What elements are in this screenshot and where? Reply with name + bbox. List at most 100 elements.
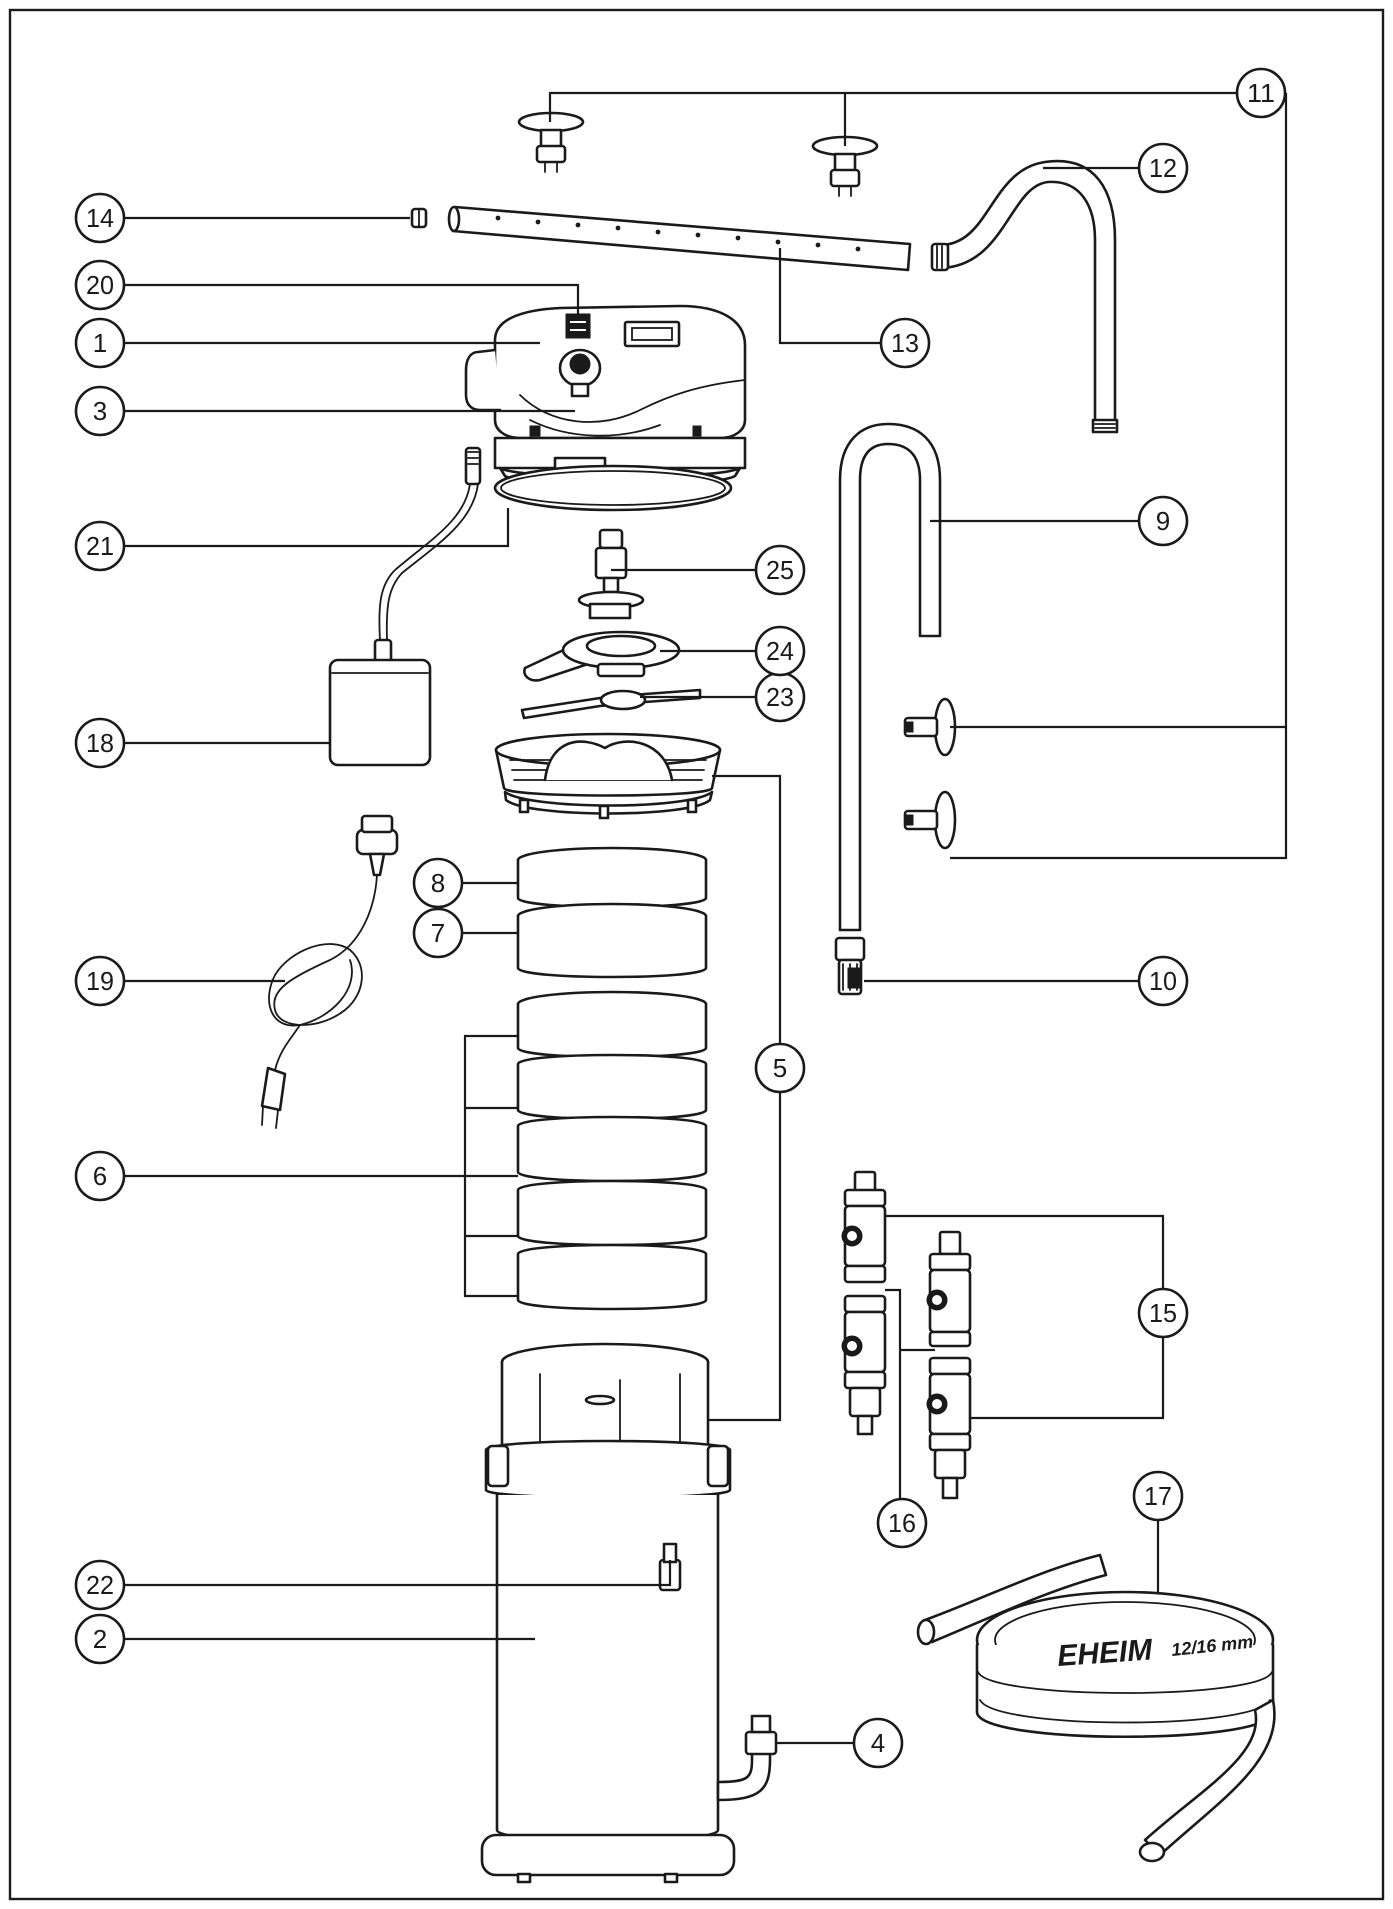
callout-2: 2	[74, 1613, 126, 1665]
callout-circle-1	[74, 317, 126, 369]
callout-10: 10	[1137, 955, 1189, 1007]
callout-circle-19	[74, 955, 126, 1007]
callout-12: 12	[1137, 142, 1189, 194]
callout-22: 22	[74, 1559, 126, 1611]
callout-circle-4	[852, 1717, 904, 1769]
page-border	[8, 8, 1385, 1901]
callout-circle-16	[876, 1497, 928, 1549]
exploded-parts-diagram: EHEIM 12/16 mm	[8, 8, 1385, 1901]
callout-number-21: 21	[86, 531, 114, 561]
callout-11: 11	[1235, 67, 1287, 119]
callout-labels: 1234567891011121314151617181920212223242…	[74, 67, 1287, 1769]
filter-sponge-stack-part	[516, 990, 708, 1311]
callout-circle-14	[74, 192, 126, 244]
filter-basket-top-part	[494, 732, 722, 820]
filter-pad-8-part	[516, 846, 708, 909]
callout-4: 4	[852, 1717, 904, 1769]
callout-20: 20	[74, 259, 126, 311]
callout-5: 5	[754, 1042, 806, 1094]
callout-7: 7	[412, 907, 464, 959]
callout-number-14: 14	[86, 203, 114, 233]
callout-number-24: 24	[766, 636, 794, 666]
impeller-part	[577, 528, 645, 620]
callout-number-19: 19	[86, 966, 114, 996]
power-cord-part	[260, 814, 399, 1129]
callout-17: 17	[1132, 1470, 1184, 1522]
power-supply-part	[328, 446, 482, 767]
callout-8: 8	[412, 857, 464, 909]
callout-number-18: 18	[86, 728, 114, 758]
leader-lines	[125, 91, 1288, 1745]
callout-number-13: 13	[891, 328, 919, 358]
callout-circle-10	[1137, 955, 1189, 1007]
callout-9: 9	[1137, 495, 1189, 547]
outlet-pipe-part	[930, 159, 1119, 434]
callout-number-6: 6	[93, 1161, 107, 1191]
callout-15: 15	[1137, 1287, 1189, 1339]
callout-13: 13	[879, 317, 931, 369]
filter-pad-7-part	[516, 902, 708, 979]
callout-number-5: 5	[773, 1053, 787, 1083]
intake-strainer-part	[834, 936, 866, 996]
callout-circle-11	[1235, 67, 1287, 119]
canister-body-part	[480, 1439, 778, 1884]
callout-16: 16	[876, 1497, 928, 1549]
callout-circle-15	[1137, 1287, 1189, 1339]
hose-coil-part	[916, 1553, 1276, 1863]
pump-head-part	[464, 304, 747, 487]
callout-circle-20	[74, 259, 126, 311]
callout-number-16: 16	[888, 1508, 916, 1538]
callout-number-7: 7	[431, 918, 445, 948]
diagram-frame: EHEIM 12/16 mm	[8, 8, 1385, 1901]
impeller-cover-part	[523, 630, 681, 682]
callout-number-10: 10	[1149, 966, 1177, 996]
callout-circle-12	[1137, 142, 1189, 194]
callout-circle-18	[74, 717, 126, 769]
callout-number-9: 9	[1156, 506, 1170, 536]
suction-cup-side-upper	[903, 697, 957, 757]
callout-number-25: 25	[766, 555, 794, 585]
clamp-part	[520, 688, 702, 720]
callout-circle-13	[879, 317, 931, 369]
callout-18: 18	[74, 717, 126, 769]
callout-25: 25	[754, 544, 806, 596]
callout-circle-17	[1132, 1470, 1184, 1522]
callout-number-15: 15	[1149, 1298, 1177, 1328]
callout-number-17: 17	[1144, 1481, 1172, 1511]
callout-circle-24	[754, 625, 806, 677]
callout-number-3: 3	[93, 396, 107, 426]
callout-1: 1	[74, 317, 126, 369]
end-cap-part	[410, 207, 428, 229]
callout-19: 19	[74, 955, 126, 1007]
callout-circle-8	[412, 857, 464, 909]
callout-circle-9	[1137, 495, 1189, 547]
suction-cup-top-left	[517, 111, 585, 173]
o-ring-part	[493, 464, 733, 512]
callout-number-11: 11	[1247, 78, 1275, 108]
callout-circle-2	[74, 1613, 126, 1665]
callout-number-23: 23	[766, 682, 794, 712]
callout-number-1: 1	[93, 328, 107, 358]
callout-number-12: 12	[1149, 153, 1177, 183]
intake-pipe-part	[838, 422, 942, 932]
callout-21: 21	[74, 520, 126, 572]
callout-circle-6	[74, 1150, 126, 1202]
callout-23: 23	[754, 671, 806, 723]
callout-circle-5	[754, 1042, 806, 1094]
double-tap-left-part	[841, 1170, 887, 1436]
callout-number-20: 20	[86, 270, 114, 300]
callout-6: 6	[74, 1150, 126, 1202]
callout-number-2: 2	[93, 1624, 107, 1654]
spray-bar-part	[447, 205, 912, 272]
callout-3: 3	[74, 385, 126, 437]
callout-number-8: 8	[431, 868, 445, 898]
hose-brand-text: EHEIM	[1056, 1633, 1154, 1673]
callout-circle-21	[74, 520, 126, 572]
callout-circle-7	[412, 907, 464, 959]
callout-number-22: 22	[86, 1570, 114, 1600]
callout-circle-22	[74, 1559, 126, 1611]
callout-number-4: 4	[871, 1728, 885, 1758]
callout-14: 14	[74, 192, 126, 244]
callout-circle-3	[74, 385, 126, 437]
double-tap-right-part	[926, 1230, 972, 1500]
